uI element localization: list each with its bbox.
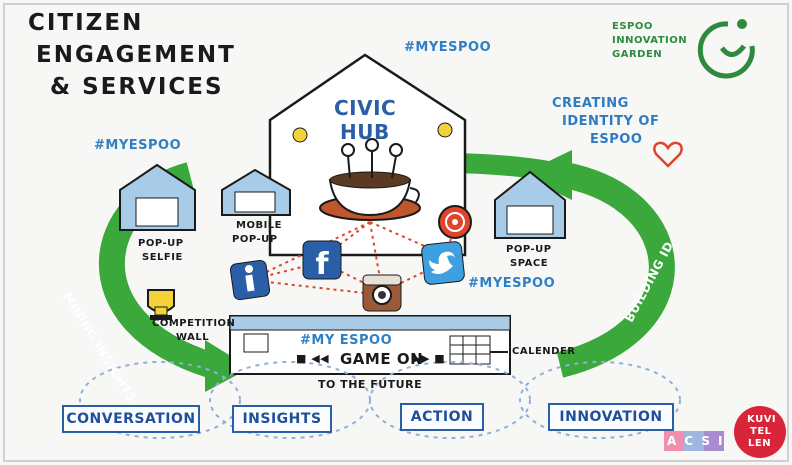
pin-icon bbox=[438, 205, 472, 239]
twitter-icon bbox=[421, 241, 465, 285]
trophy-icon bbox=[147, 289, 175, 320]
stage-insights: INSIGHTS bbox=[232, 405, 332, 433]
game-on-label: GAME ON bbox=[340, 350, 424, 368]
hashtag-banner: #MY ESPOO bbox=[300, 333, 393, 348]
hashtag-right: #MYESPOO bbox=[468, 276, 556, 291]
identity-line-3: ESPOO bbox=[590, 132, 643, 147]
title-line-3: & SERVICES bbox=[50, 74, 224, 100]
kuvitellen-line-3: LEN bbox=[748, 438, 772, 449]
hashtag-top: #MYESPOO bbox=[404, 40, 492, 55]
stage-innovation: INNOVATION bbox=[548, 403, 674, 431]
kuvitellen-line-2: TEL bbox=[750, 426, 772, 437]
logo-line-2: INNOVATION bbox=[612, 35, 688, 46]
espoo-garden-logo-icon bbox=[697, 19, 755, 79]
title-line-2: ENGAGEMENT bbox=[36, 42, 236, 68]
svg-text:f: f bbox=[315, 247, 329, 282]
logo-line-1: ESPOO bbox=[612, 21, 653, 32]
instagram-icon bbox=[362, 274, 402, 312]
hashtag-left: #MYESPOO bbox=[94, 138, 182, 153]
popup-selfie-line-1: POP-UP bbox=[138, 238, 184, 249]
game-prefix-icon: ■ ◀◀ bbox=[296, 352, 330, 365]
competition-line-2: WALL bbox=[176, 332, 210, 343]
civic-hub-line-2: HUB bbox=[340, 120, 390, 144]
identity-line-2: IDENTITY OF bbox=[562, 114, 660, 129]
identity-line-1: CREATING bbox=[552, 96, 629, 111]
kuvitellen-line-1: KUVI bbox=[747, 414, 777, 425]
competition-line-1: COMPETITION bbox=[152, 318, 236, 329]
game-suffix-icon: ▶▶ ■ bbox=[412, 352, 446, 365]
right-green-arrow bbox=[556, 162, 675, 378]
info-icon bbox=[229, 259, 271, 301]
coffee-cup-icon bbox=[319, 171, 421, 221]
calendar-label: CALENDER bbox=[512, 346, 576, 357]
heart-icon bbox=[653, 141, 683, 168]
logo-line-3: GARDEN bbox=[612, 49, 663, 60]
left-arrow-head bbox=[205, 340, 250, 392]
stage-conversation: CONVERSATION bbox=[62, 405, 200, 433]
kuvitellen-badge bbox=[734, 406, 786, 458]
acsi-badge bbox=[664, 431, 724, 451]
title-line-1: CITIZEN bbox=[28, 10, 144, 36]
facebook-icon: f bbox=[302, 240, 342, 282]
acsi-label: ACSI bbox=[667, 434, 731, 448]
popup-space-line-2: SPACE bbox=[510, 258, 549, 269]
stage-action: ACTION bbox=[400, 403, 484, 431]
future-label: TO THE FUTURE bbox=[318, 378, 423, 391]
civic-hub-line-1: CIVIC bbox=[334, 96, 397, 120]
civic-hub-house bbox=[268, 53, 467, 257]
popup-selfie-line-2: SELFIE bbox=[142, 252, 183, 263]
cycle-circles bbox=[79, 361, 681, 439]
mobile-popup-line-2: POP-UP bbox=[232, 234, 278, 245]
popup-space-line-1: POP-UP bbox=[506, 244, 552, 255]
mobile-popup-line-1: MOBILE bbox=[236, 220, 282, 231]
calendar-icon bbox=[449, 335, 491, 365]
